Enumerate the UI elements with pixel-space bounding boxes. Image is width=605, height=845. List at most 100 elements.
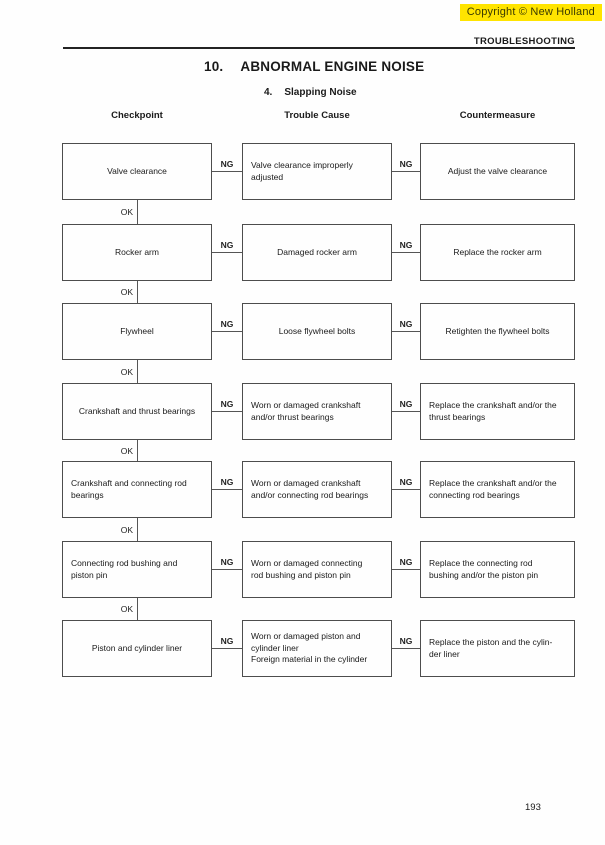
countermeasure-box: Replace the piston and the cylin- der li… [420, 620, 575, 677]
checkpoint-box: Rocker arm [62, 224, 212, 281]
ok-connector: OK [100, 281, 160, 303]
page-number: 193 [525, 802, 541, 813]
countermeasure-text: Adjust the valve clearance [447, 165, 548, 176]
section-subtitle: 4. Slapping Noise [264, 87, 357, 98]
trouble-cause-text: Worn or damaged crankshaft and/or connec… [251, 477, 369, 500]
page-title: 10. ABNORMAL ENGINE NOISE [204, 59, 424, 74]
ng-connector: NG [392, 143, 420, 200]
trouble-cause-text: Valve clearance improperly adjusted [251, 159, 353, 182]
ng-label: NG [220, 159, 234, 169]
ng-connector: NG [212, 620, 242, 677]
ng-connector: NG [392, 303, 420, 360]
connector-line [212, 171, 242, 172]
ng-label: NG [220, 636, 234, 646]
ok-label: OK [120, 604, 133, 614]
ok-label: OK [120, 445, 133, 456]
countermeasure-text: Replace the rocker arm [453, 246, 542, 257]
trouble-cause-box: Damaged rocker arm [242, 224, 392, 281]
checkpoint-box: Crankshaft and connecting rod bearings [62, 461, 212, 518]
ng-label: NG [399, 636, 413, 646]
flow-row: Crankshaft and thrust bearings NG Worn o… [0, 383, 605, 440]
checkpoint-text: Connecting rod bushing and piston pin [71, 557, 178, 580]
ok-label: OK [120, 524, 133, 535]
trouble-cause-box: Worn or damaged crankshaft and/or connec… [242, 461, 392, 518]
section-subtitle-text: Slapping Noise [284, 87, 357, 98]
checkpoint-box: Connecting rod bushing and piston pin [62, 541, 212, 598]
page-title-number: 10. [204, 59, 224, 74]
countermeasure-text: Retighten the flywheel bolts [445, 325, 550, 336]
countermeasure-box: Replace the crankshaft and/or the connec… [420, 461, 575, 518]
column-header-countermeasure: Countermeasure [459, 110, 536, 121]
connector-line [212, 489, 242, 490]
connector-line [137, 518, 138, 541]
countermeasure-box: Replace the rocker arm [420, 224, 575, 281]
ok-connector: OK [100, 598, 160, 620]
ng-connector: NG [212, 383, 242, 440]
flow-row: Flywheel NG Loose flywheel bolts NG Reti… [0, 303, 605, 360]
checkpoint-box: Flywheel [62, 303, 212, 360]
ng-connector: NG [212, 143, 242, 200]
connector-line [137, 598, 138, 620]
flow-row: Valve clearance NG Valve clearance impro… [0, 143, 605, 200]
copyright-banner: Copyright © New Holland [459, 4, 602, 21]
connector-line [212, 331, 242, 332]
ng-connector: NG [392, 620, 420, 677]
connector-line [137, 360, 138, 383]
countermeasure-text: Replace the piston and the cylin- der li… [429, 636, 553, 659]
flow-row: Connecting rod bushing and piston pin NG… [0, 541, 605, 598]
countermeasure-box: Retighten the flywheel bolts [420, 303, 575, 360]
checkpoint-text: Rocker arm [115, 246, 159, 257]
trouble-cause-text: Loose flywheel bolts [278, 325, 356, 336]
ng-connector: NG [392, 541, 420, 598]
trouble-cause-box: Loose flywheel bolts [242, 303, 392, 360]
countermeasure-box: Adjust the valve clearance [420, 143, 575, 200]
ok-connector: OK [100, 518, 160, 541]
trouble-cause-box: Worn or damaged crankshaft and/or thrust… [242, 383, 392, 440]
checkpoint-text: Crankshaft and thrust bearings [78, 405, 196, 416]
ng-label: NG [220, 240, 234, 250]
ok-connector: OK [100, 200, 160, 224]
ng-label: NG [220, 319, 234, 329]
connector-line [137, 281, 138, 303]
checkpoint-box: Valve clearance [62, 143, 212, 200]
ng-label: NG [220, 557, 234, 567]
connector-line [137, 200, 138, 224]
column-header-checkpoint: Checkpoint [111, 110, 163, 121]
connector-line [212, 411, 242, 412]
connector-line [392, 331, 420, 332]
page-title-text: ABNORMAL ENGINE NOISE [240, 59, 425, 74]
countermeasure-text: Replace the connecting rod bushing and/o… [429, 557, 539, 580]
header-rule [63, 47, 575, 49]
ok-label: OK [120, 207, 133, 217]
countermeasure-text: Replace the crankshaft and/or the thrust… [429, 399, 557, 422]
ok-label: OK [120, 287, 133, 297]
ng-label: NG [399, 240, 413, 250]
connector-line [392, 489, 420, 490]
ng-connector: NG [212, 541, 242, 598]
trouble-cause-text: Damaged rocker arm [277, 246, 357, 257]
checkpoint-text: Valve clearance [107, 165, 167, 176]
section-header: TROUBLESHOOTING [473, 36, 575, 47]
ng-label: NG [399, 399, 413, 409]
trouble-cause-box: Worn or damaged connecting rod bushing a… [242, 541, 392, 598]
checkpoint-box: Piston and cylinder liner [62, 620, 212, 677]
ng-label: NG [220, 399, 234, 409]
ng-label: NG [399, 477, 413, 487]
connector-line [392, 648, 420, 649]
ng-label: NG [399, 557, 413, 567]
countermeasure-box: Replace the crankshaft and/or the thrust… [420, 383, 575, 440]
countermeasure-text: Replace the crankshaft and/or the connec… [429, 477, 557, 500]
ok-connector: OK [100, 440, 160, 461]
connector-line [212, 569, 242, 570]
connector-line [392, 252, 420, 253]
ng-connector: NG [212, 461, 242, 518]
connector-line [212, 252, 242, 253]
checkpoint-text: Flywheel [120, 325, 154, 336]
connector-line [392, 411, 420, 412]
column-header-trouble-cause: Trouble Cause [284, 110, 350, 121]
connector-line [137, 440, 138, 461]
ng-label: NG [399, 319, 413, 329]
ng-connector: NG [392, 224, 420, 281]
ng-connector: NG [392, 383, 420, 440]
ng-connector: NG [212, 303, 242, 360]
